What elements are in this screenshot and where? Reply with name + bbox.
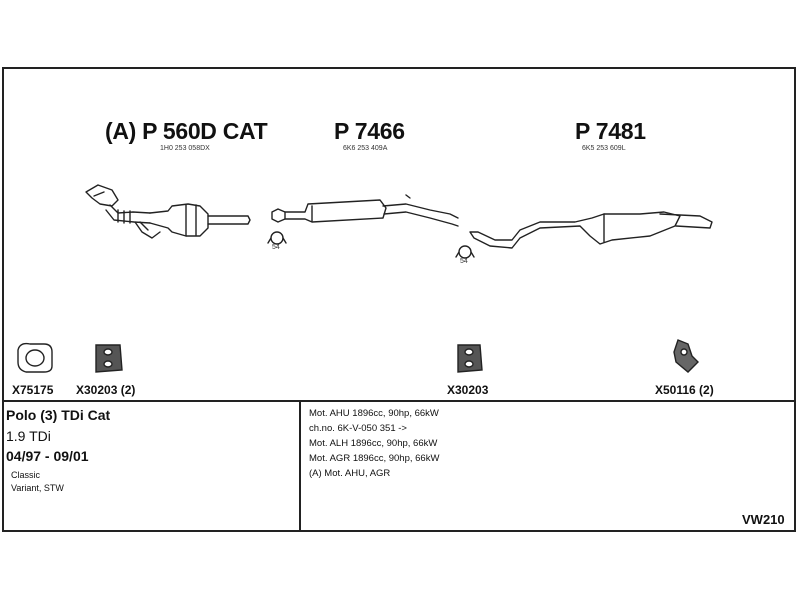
part-title-catalyst: (A) P 560D CAT: [105, 118, 268, 144]
engine-note: (A) Mot. AHU, AGR: [309, 468, 391, 479]
clamp-label: 54: [272, 244, 280, 251]
part-number-rear-silencer: 6K5 253 609L: [582, 145, 626, 152]
engine-note: ch.no. 6K-V-050 351 ->: [309, 423, 407, 434]
diagram-code: VW210: [742, 512, 785, 527]
rear-silencer-icon: [469, 211, 713, 249]
vehicle-body-line: Variant, STW: [11, 483, 64, 493]
part-title-rear-silencer: P 7481: [575, 118, 646, 144]
rubber-hanger-icon: [457, 344, 483, 373]
vehicle-model: Polo (3) TDi Cat: [6, 407, 111, 423]
accessory-code-gasket: X75175: [12, 383, 54, 397]
part-number-middle-silencer: 6K6 253 409A: [343, 145, 388, 152]
engine-note: Mot. AGR 1896cc, 90hp, 66kW: [309, 453, 440, 464]
part-title-middle-silencer: P 7466: [334, 118, 405, 144]
engine-note: Mot. ALH 1896cc, 90hp, 66kW: [309, 438, 438, 449]
accessory-code-hanger: X30203 (2): [76, 383, 136, 397]
catalyst-front-pipe-icon: [85, 184, 251, 239]
vehicle-engine: 1.9 TDi: [6, 428, 51, 444]
clamp-label: 54: [460, 258, 468, 265]
engine-note: Mot. AHU 1896cc, 90hp, 66kW: [309, 408, 439, 419]
accessory-code-hanger-2: X30203: [447, 383, 489, 397]
vehicle-years: 04/97 - 09/01: [6, 448, 89, 464]
clamp-icon: [267, 231, 287, 245]
accessory-code-bracket: X50116 (2): [655, 383, 714, 397]
vertical-divider: [299, 400, 301, 532]
part-number-catalyst: 1H0 253 058DX: [160, 145, 210, 152]
horizontal-divider: [2, 400, 796, 402]
rubber-hanger-icon: [95, 344, 123, 373]
vehicle-body-line: Classic: [11, 470, 41, 480]
clamp-icon: [455, 245, 475, 259]
diagram-frame: [2, 67, 796, 532]
gasket-icon: [17, 342, 53, 373]
mounting-bracket-icon: [673, 339, 699, 373]
middle-silencer-icon: [271, 194, 459, 227]
